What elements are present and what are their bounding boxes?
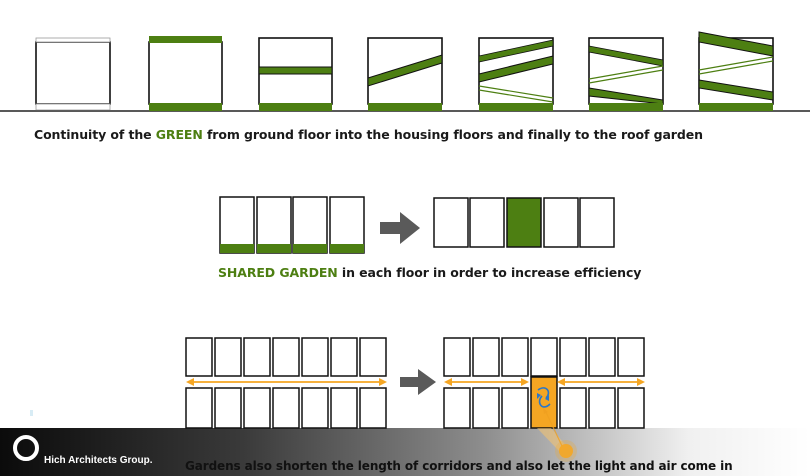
continuity-step-5 (478, 37, 554, 111)
continuity-step-7 (698, 31, 774, 111)
ring-icon (13, 435, 39, 461)
corridor-caption: Gardens also shorten the length of corri… (185, 459, 733, 473)
light-beam (537, 428, 568, 452)
footer-band (0, 428, 810, 476)
long-corridor-layout (185, 337, 387, 429)
logo-text: Hich Architects Group. (44, 455, 153, 466)
right-arrow-icon (400, 369, 436, 395)
decorative-mark (30, 410, 33, 416)
sun-icon (559, 444, 573, 458)
shared-garden-highlight: SHARED GARDEN (218, 265, 338, 280)
continuity-step-2 (148, 36, 223, 111)
continuity-step-1 (35, 37, 111, 111)
garden-void (530, 376, 558, 429)
right-arrow-icon (380, 212, 420, 244)
shared-garden-layout (433, 197, 615, 248)
continuity-step-4 (367, 37, 443, 111)
continuity-caption: Continuity of the GREEN from ground floo… (34, 127, 703, 142)
continuity-step-6 (588, 37, 664, 111)
green-highlight: GREEN (155, 127, 203, 142)
short-corridor-layout (443, 337, 645, 462)
swirl-icon (537, 387, 551, 408)
continuity-step-3 (258, 37, 333, 111)
private-gardens-layout (219, 196, 365, 254)
shared-garden-caption: SHARED GARDEN in each floor in order to … (218, 265, 642, 280)
